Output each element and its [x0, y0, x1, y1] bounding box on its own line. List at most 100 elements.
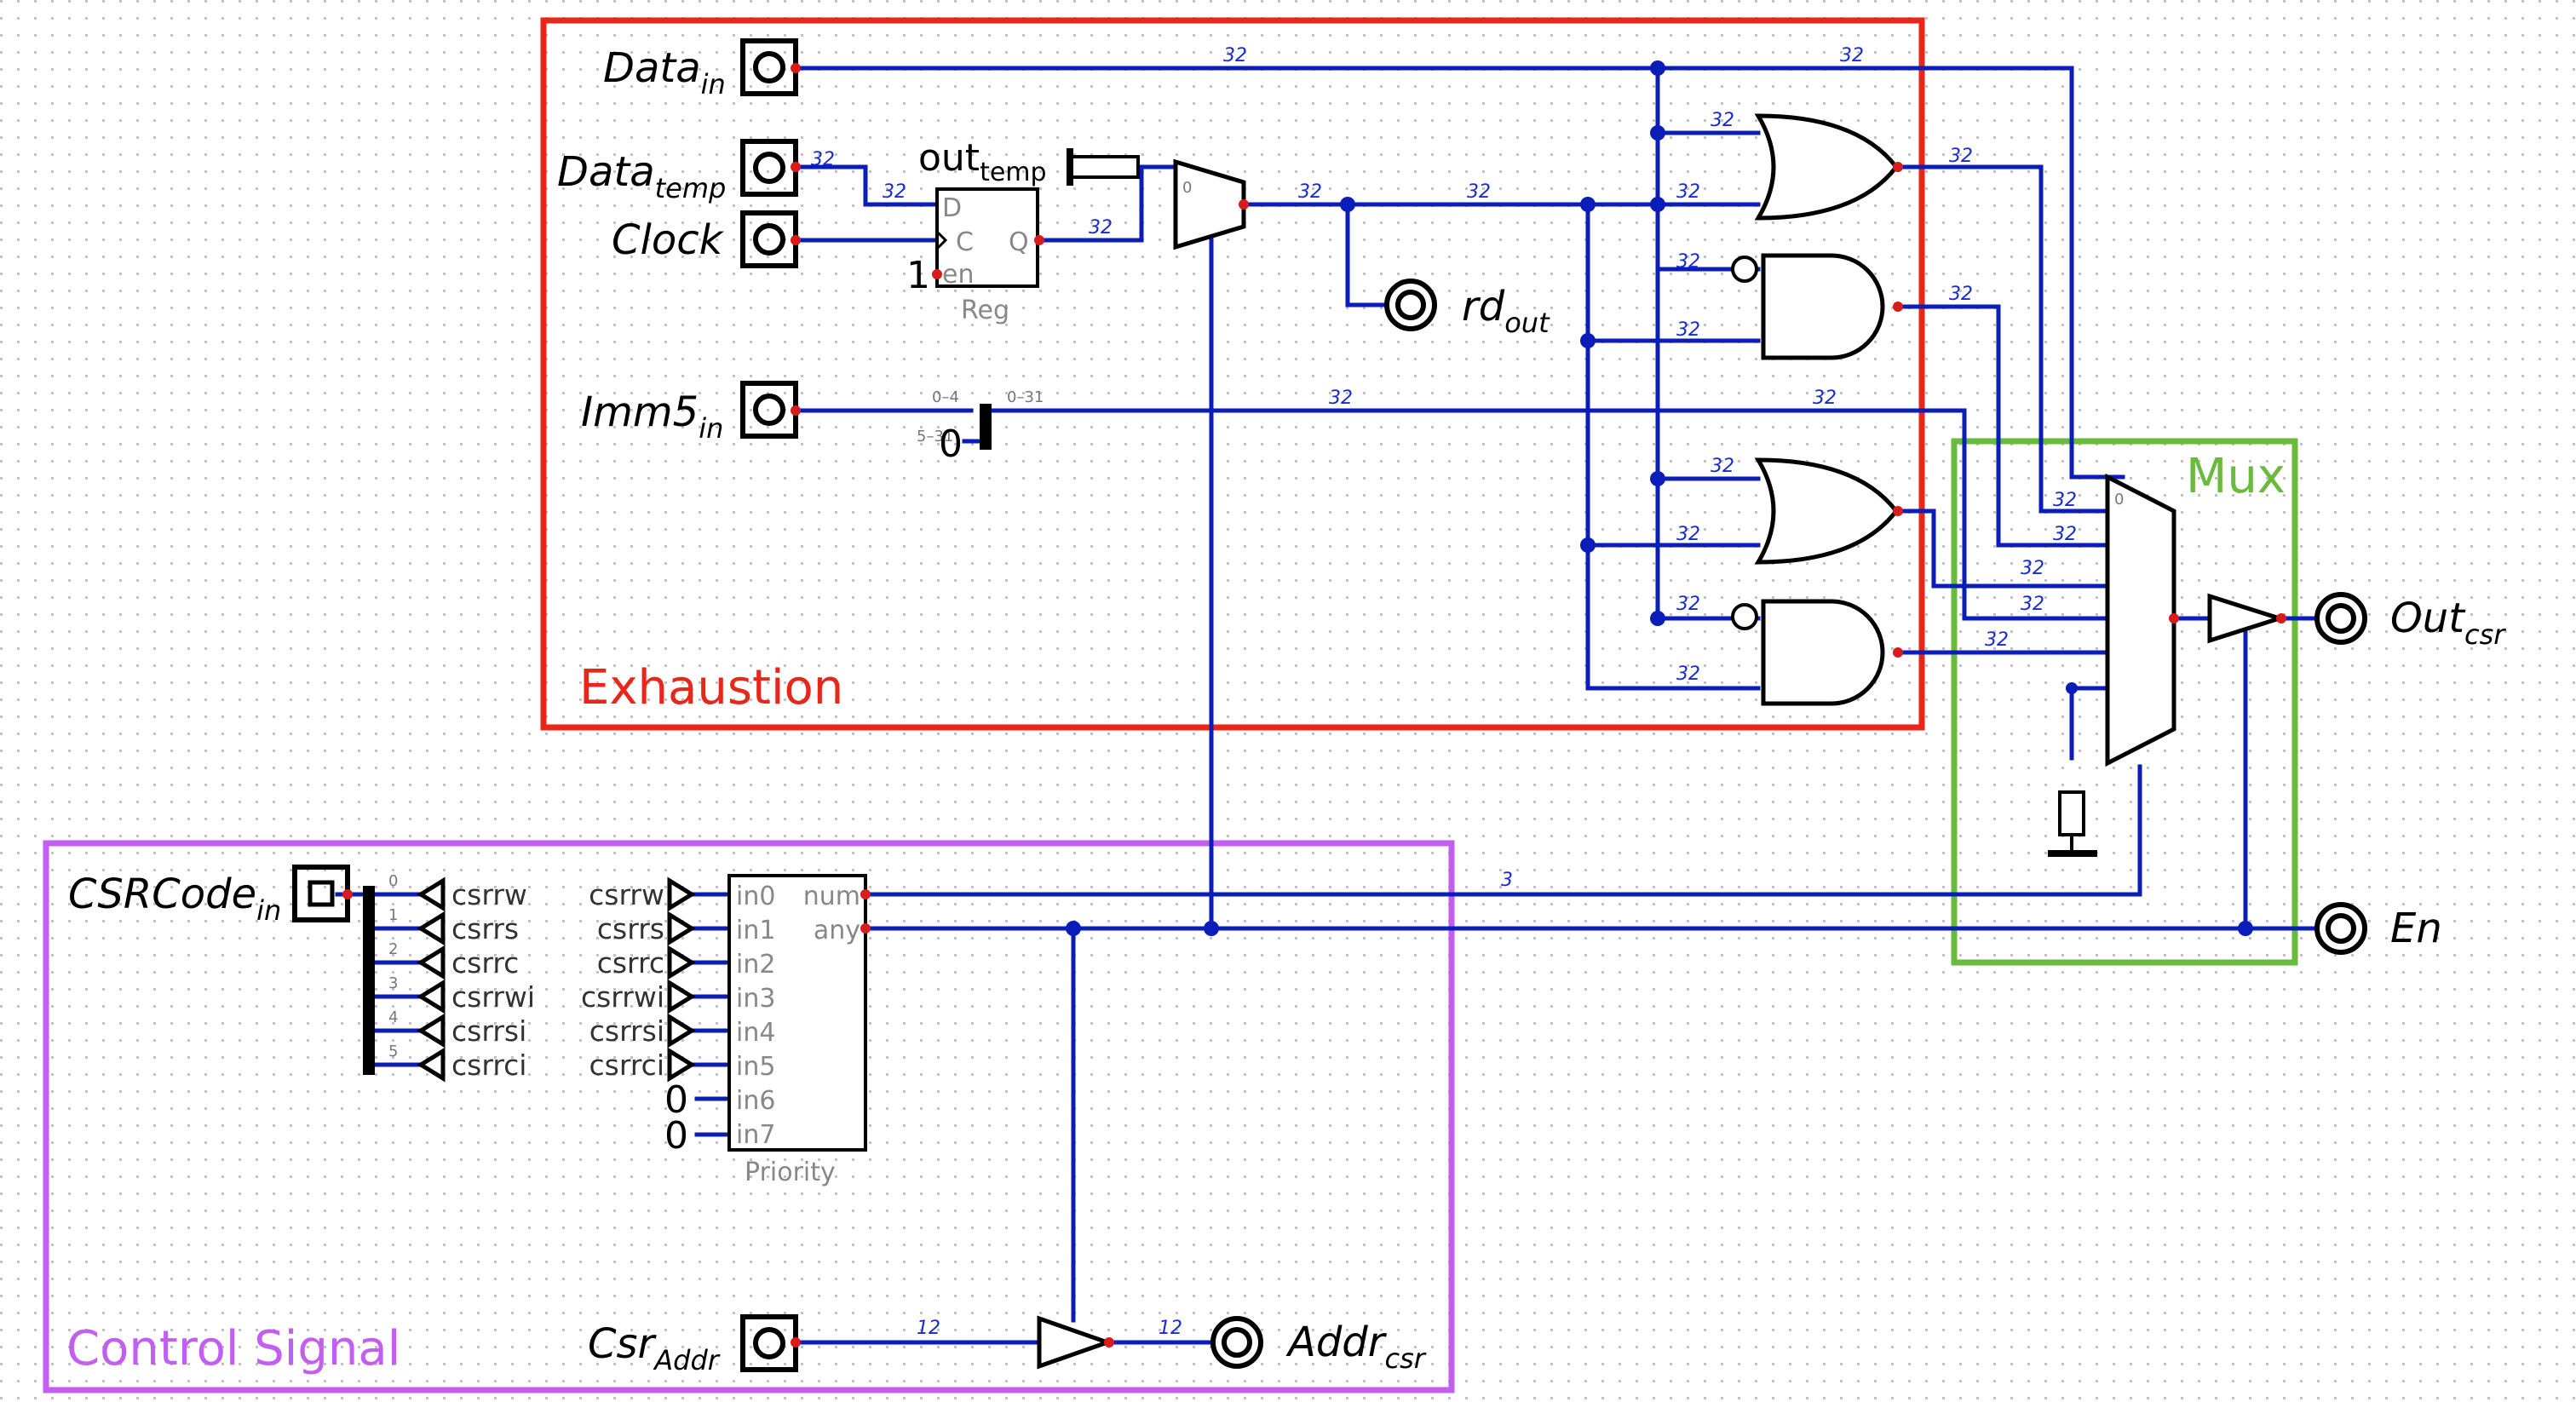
csr-addr-label: CsrAddr: [588, 1320, 721, 1376]
svg-text:csrrs: csrrs: [451, 912, 519, 945]
svg-text:in5: in5: [736, 1052, 775, 1082]
svg-text:32: 32: [1329, 388, 1353, 409]
svg-text:32: 32: [1223, 45, 1247, 66]
svg-text:32: 32: [1676, 319, 1700, 341]
svg-text:5: 5: [388, 1043, 398, 1060]
svg-text:0: 0: [2114, 491, 2124, 509]
csr-tunnels-right: csrrw csrrs csrrc csrrwi csrrsi csrrci: [581, 876, 696, 1083]
addr-buffer[interactable]: [1037, 1315, 1114, 1370]
reg-c-port: C: [956, 227, 974, 257]
priority-in7-const: 0: [664, 1114, 688, 1158]
data-temp-pin[interactable]: [740, 139, 801, 197]
svg-text:32: 32: [1949, 146, 1973, 167]
svg-text:in7: in7: [736, 1120, 775, 1150]
svg-text:3: 3: [388, 974, 398, 992]
svg-text:32: 32: [1711, 110, 1734, 131]
reg-en-const: 1: [906, 254, 930, 297]
mux-region: [1951, 438, 2298, 966]
mux-const-source: [2048, 790, 2097, 857]
svg-text:32: 32: [1949, 284, 1973, 305]
csrcode-splitter: [363, 886, 375, 1075]
svg-text:csrrsi: csrrsi: [589, 1014, 664, 1048]
inverter-bubble-top: [1731, 256, 1758, 283]
svg-text:any: any: [814, 916, 860, 945]
svg-text:5–31: 5–31: [917, 428, 953, 445]
out-csr-pin[interactable]: [2314, 592, 2367, 645]
reg-name: Reg: [961, 296, 1009, 325]
svg-text:32: 32: [2053, 490, 2077, 511]
svg-text:32: 32: [1676, 251, 1700, 273]
svg-text:csrrwi: csrrwi: [581, 980, 664, 1014]
svg-text:0: 0: [388, 872, 398, 890]
svg-text:32: 32: [1676, 594, 1700, 615]
svg-text:csrrci: csrrci: [589, 1049, 664, 1082]
reg-q-port: Q: [1009, 227, 1029, 257]
svg-text:1: 1: [388, 906, 398, 924]
priority-in6-const: 0: [664, 1078, 688, 1122]
svg-text:32: 32: [1089, 217, 1113, 238]
rd-out-label: rdout: [1462, 283, 1550, 339]
imm5-splitter: 0–4 5–31 0–31: [917, 388, 1044, 450]
output-buffer[interactable]: [2207, 593, 2287, 644]
priority-encoder[interactable]: in0 in1 in2 in3 in4 in5 in6 in7 num any: [727, 874, 871, 1152]
inverter-bubble-bottom: [1731, 603, 1758, 630]
data-in-label: Datain: [603, 44, 726, 101]
clock-pin[interactable]: [740, 210, 801, 268]
clock-label: Clock: [612, 216, 725, 264]
svg-text:32: 32: [1676, 524, 1700, 545]
svg-text:0: 0: [1182, 179, 1192, 197]
svg-text:3: 3: [1501, 870, 1513, 891]
or-gate-bottom[interactable]: [1754, 457, 1903, 565]
svg-text:32: 32: [2021, 594, 2044, 615]
svg-text:csrrc: csrrc: [451, 946, 519, 980]
svg-text:in3: in3: [736, 984, 775, 1014]
out-temp-tunnel: [1067, 148, 1140, 186]
svg-text:csrrsi: csrrsi: [451, 1014, 526, 1048]
and-gate-top[interactable]: [1731, 253, 1903, 360]
svg-text:csrrw: csrrw: [589, 878, 664, 911]
junctions: [1066, 60, 2253, 936]
csrcode-in-pin[interactable]: [292, 865, 353, 922]
or-gate-top[interactable]: [1754, 113, 1903, 221]
register[interactable]: D C Q en: [932, 187, 1044, 290]
svg-text:csrrc: csrrc: [597, 946, 664, 980]
data-in-pin[interactable]: [740, 38, 801, 96]
and-gate-bottom[interactable]: [1731, 599, 1903, 706]
svg-text:32: 32: [1676, 181, 1700, 203]
svg-text:32: 32: [1676, 664, 1700, 685]
mux-label: Mux: [2186, 449, 2286, 504]
svg-text:csrrwi: csrrwi: [451, 980, 535, 1014]
mux-select-temp[interactable]: 0: [1173, 158, 1249, 250]
output-multiplexer[interactable]: 0: [2105, 473, 2179, 767]
data-temp-label: Datatemp: [557, 148, 726, 204]
svg-text:32: 32: [2053, 524, 2077, 545]
control-signal-region: [43, 840, 1455, 1393]
svg-text:in4: in4: [736, 1018, 775, 1048]
en-label: En: [2390, 905, 2442, 952]
exhaustion-region: [540, 17, 1925, 731]
svg-text:4: 4: [388, 1008, 398, 1026]
imm5-pad-const: 0: [939, 422, 963, 466]
svg-text:csrrci: csrrci: [451, 1049, 526, 1082]
svg-text:32: 32: [811, 149, 835, 170]
reg-en-port: en: [942, 260, 974, 290]
svg-text:32: 32: [2021, 558, 2044, 579]
svg-text:32: 32: [883, 181, 906, 203]
svg-text:0–31: 0–31: [1007, 388, 1044, 406]
svg-text:csrrs: csrrs: [597, 912, 664, 945]
csr-addr-pin[interactable]: [740, 1314, 801, 1372]
svg-text:2: 2: [388, 940, 398, 958]
imm5-in-pin[interactable]: [740, 381, 801, 439]
csr-tunnels-left: csrrw csrrs csrrc csrrwi csrrsi csrrci: [417, 876, 535, 1083]
rd-out-pin[interactable]: [1384, 279, 1437, 331]
svg-text:32: 32: [1711, 456, 1734, 477]
wire-width-labels: 32 32 32 32 32 32 32 32 32 32 32 32 32 3…: [811, 45, 2077, 1339]
csrcode-bit-labels: 0 1 2 3 4 5: [388, 872, 398, 1060]
en-pin[interactable]: [2314, 902, 2367, 955]
svg-text:in2: in2: [736, 950, 775, 980]
addr-csr-pin[interactable]: [1210, 1316, 1263, 1369]
addr-csr-label: Addrcsr: [1285, 1319, 1427, 1375]
svg-text:csrrw: csrrw: [451, 878, 527, 911]
